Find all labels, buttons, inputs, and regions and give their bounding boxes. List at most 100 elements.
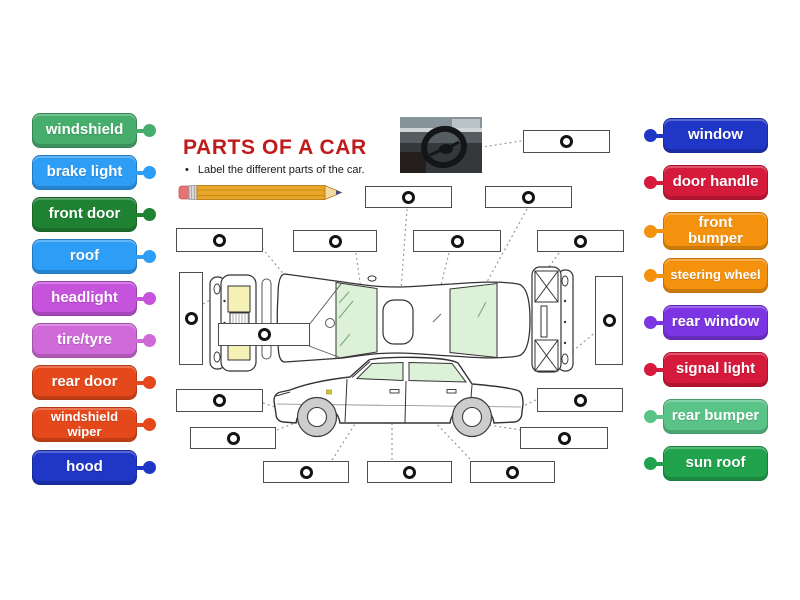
connector-dot [644, 269, 657, 282]
answer-box-7[interactable] [537, 230, 624, 252]
answer-marker-circle [573, 393, 587, 407]
answer-box-4[interactable] [176, 228, 263, 252]
answer-marker-circle [557, 431, 571, 445]
label-chip-text: headlight [51, 289, 118, 307]
answer-marker-circle [574, 234, 587, 248]
instruction-label: Label the different parts of the car. [197, 164, 365, 176]
connector-stem [135, 465, 146, 470]
label-chip-hood[interactable]: hood [32, 450, 156, 485]
answer-box-2[interactable] [365, 186, 452, 208]
label-chip-text: door handle [672, 173, 759, 191]
answer-marker-circle [560, 135, 573, 148]
label-chip-text: window [688, 126, 743, 144]
bullet-glyph: • [185, 164, 189, 176]
connector-stem [654, 320, 665, 325]
connector-stem [654, 133, 665, 138]
label-chip-text: front bumper [687, 214, 743, 248]
answer-box-12[interactable] [190, 427, 276, 449]
answer-box-5[interactable] [293, 230, 377, 252]
answer-box-16[interactable] [367, 461, 452, 483]
answer-marker-circle [213, 394, 226, 407]
connector-stem [135, 296, 146, 301]
connector-dot [644, 410, 657, 423]
answer-box-10[interactable] [595, 276, 623, 365]
label-chip-text: signal light [675, 360, 756, 378]
label-chip-text: front door [48, 205, 121, 223]
label-chip-text: rear door [51, 373, 118, 391]
connector-dot [644, 176, 657, 189]
connector-dot [644, 224, 657, 238]
label-chip-text: rear window [671, 313, 760, 331]
connector-dot [644, 457, 657, 470]
answer-box-6[interactable] [413, 230, 501, 252]
connector-stem [654, 461, 665, 466]
answer-marker-circle [213, 233, 226, 247]
connector-stem [135, 338, 146, 343]
car-top-view-drawing [276, 273, 531, 366]
answer-box-3[interactable] [485, 186, 572, 208]
connector-dot [143, 376, 156, 389]
label-chip-text: tire/tyre [56, 331, 113, 349]
pencil-icon [178, 184, 343, 201]
answer-box-11[interactable] [176, 389, 263, 412]
page-title: PARTS OF A CAR [183, 136, 367, 159]
connector-dot [143, 461, 156, 474]
label-chip-text: windshield [45, 121, 124, 139]
answer-box-14[interactable] [520, 427, 608, 449]
label-chip-front-door[interactable]: front door [32, 197, 156, 232]
answer-box-1[interactable] [523, 130, 610, 153]
label-chip-signal-light[interactable]: signal light [644, 352, 768, 387]
label-chip-headlight[interactable]: headlight [32, 281, 156, 316]
answer-marker-circle [226, 431, 240, 445]
answer-box-9[interactable] [218, 323, 310, 346]
connector-dot [143, 292, 156, 305]
label-chip-brake-light[interactable]: brake light [32, 155, 156, 190]
label-chip-roof[interactable]: roof [32, 239, 156, 274]
label-chip-rear-door[interactable]: rear door [32, 365, 156, 400]
connector-dot [644, 129, 657, 142]
label-chip-text: hood [66, 458, 103, 476]
connector-dot [143, 250, 156, 263]
connector-dot [143, 208, 156, 221]
dotted-connector-lines [202, 140, 598, 461]
answer-marker-circle [257, 328, 271, 341]
connector-dot [143, 166, 156, 179]
connector-stem [135, 254, 146, 259]
connector-stem [135, 128, 146, 133]
answer-marker-circle [506, 465, 519, 479]
answer-box-8[interactable] [179, 272, 203, 365]
connector-stem [135, 212, 146, 217]
label-chip-door-handle[interactable]: door handle [644, 165, 768, 200]
connector-dot [143, 418, 156, 431]
label-chip-tire-tyre[interactable]: tire/tyre [32, 323, 156, 358]
connector-stem [654, 180, 665, 185]
label-chip-windshield-wiper[interactable]: windshield wiper [32, 407, 156, 442]
label-chip-text: steering wheel [670, 267, 761, 283]
steering-wheel-photo [400, 117, 482, 173]
connector-stem [135, 380, 146, 385]
connector-stem [654, 229, 665, 234]
answer-box-17[interactable] [470, 461, 555, 483]
answer-marker-circle [402, 190, 415, 204]
connector-dot [143, 124, 156, 137]
label-chip-text: roof [69, 247, 100, 265]
connector-dot [644, 363, 657, 376]
answer-marker-circle [403, 465, 416, 479]
answer-marker-circle [450, 234, 464, 248]
label-chip-text: windshield wiper [50, 409, 119, 439]
answer-box-13[interactable] [537, 388, 623, 412]
label-chip-windshield[interactable]: windshield [32, 113, 156, 148]
instruction-text: • Label the different parts of the car. [185, 164, 365, 176]
connector-stem [654, 273, 665, 278]
label-chip-front-bumper[interactable]: front bumper [644, 212, 768, 251]
label-chip-window[interactable]: window [644, 118, 768, 153]
connector-dot [644, 316, 657, 329]
answer-marker-circle [602, 314, 616, 327]
answer-box-15[interactable] [263, 461, 349, 483]
label-chip-sun-roof[interactable]: sun roof [644, 446, 768, 481]
label-chip-rear-bumper[interactable]: rear bumper [644, 399, 768, 434]
label-chip-rear-window[interactable]: rear window [644, 305, 768, 340]
label-chip-steering-wheel[interactable]: steering wheel [644, 258, 768, 293]
connector-stem [135, 422, 146, 427]
